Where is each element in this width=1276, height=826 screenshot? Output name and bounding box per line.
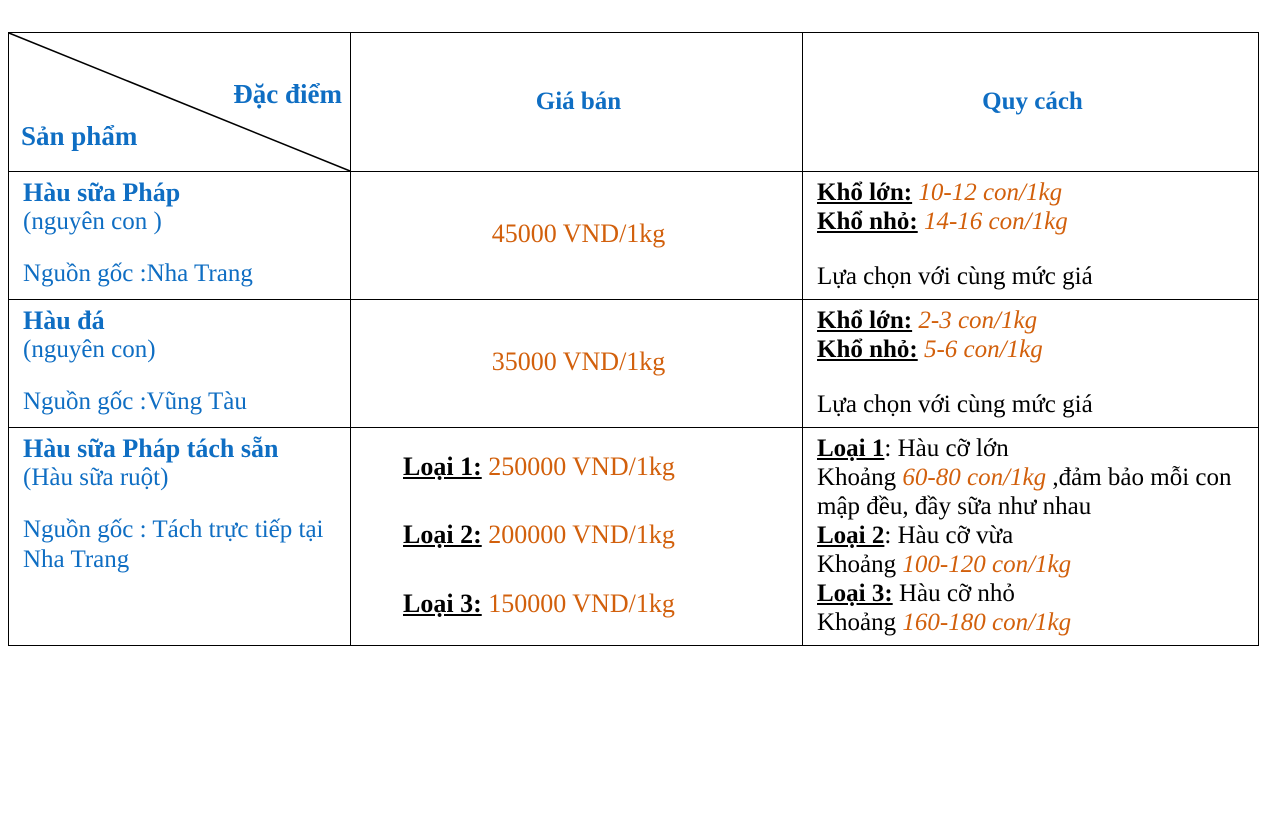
spec-grade-count: 100-120 con/1kg: [902, 551, 1072, 578]
spec-grade-separator: :: [884, 435, 898, 462]
spec-grade-title: Loại 1: Hàu cỡ lớn: [817, 434, 1248, 463]
spec-cell: Khổ lớn: 10-12 con/1kg Khổ nhỏ: 14-16 co…: [802, 171, 1259, 300]
price-tier: Loại 1: 250000 VND/1kg: [403, 452, 792, 482]
product-origin: Nguồn gốc :Vũng Tàu: [23, 387, 247, 415]
spec-large-value: 2-3 con/1kg: [918, 307, 1038, 334]
spec-grade-size: Hàu cỡ lớn: [897, 435, 1009, 462]
table-row: Hàu sữa Pháp tách sẵn (Hàu sữa ruột) Ngu…: [8, 427, 1259, 646]
spec-grade-tail: ,đảm bảo mỗi con mập đều, đầy sữa như nh…: [817, 464, 1232, 520]
header-spec-label: Quy cách: [802, 32, 1259, 172]
table-row: Hàu đá (nguyên con) Nguồn gốc :Vũng Tàu …: [8, 299, 1259, 428]
spec-large-value: 10-12 con/1kg: [918, 179, 1063, 206]
spec-size-small: Khổ nhỏ: 5-6 con/1kg: [817, 335, 1248, 364]
spec-grade-size: Hàu cỡ vừa: [897, 522, 1014, 549]
product-name: Hàu đá: [23, 306, 105, 335]
spacer: [23, 365, 340, 387]
product-name: Hàu sữa Pháp tách sẵn: [23, 434, 279, 463]
price-tier-value: 200000 VND/1kg: [488, 520, 675, 550]
spec-grade-prefix: Khoảng: [817, 464, 903, 491]
spec-grade-count: 60-80 con/1kg: [902, 464, 1047, 491]
price-tier-label: Loại 2:: [403, 520, 482, 550]
spec-grade-prefix: Khoảng: [817, 551, 903, 578]
spec-small-label: Khổ nhỏ:: [817, 208, 918, 235]
spec-grade-label: Loại 2: [817, 522, 885, 549]
spec-note: Lựa chọn với cùng mức giá: [817, 391, 1093, 418]
spec-size-large: Khổ lớn: 2-3 con/1kg: [817, 306, 1248, 335]
spacer: [817, 364, 1248, 390]
header-diagonal-cell: Đặc điểm Sản phẩm: [8, 32, 351, 172]
price-cell: 45000 VND/1kg: [350, 171, 803, 300]
header-price-label: Giá bán: [350, 32, 803, 172]
product-subtitle: (Hàu sữa ruột): [23, 464, 169, 492]
price-tier-label: Loại 1:: [403, 452, 482, 482]
price-tier: Loại 2: 200000 VND/1kg: [403, 520, 792, 550]
spec-grade-size: Hàu cỡ nhỏ: [898, 580, 1015, 607]
spacer: [23, 237, 340, 259]
spec-grade-separator: :: [884, 522, 898, 549]
price-tier: Loại 3: 150000 VND/1kg: [403, 589, 792, 619]
spacer: [817, 236, 1248, 262]
spec-size-small: Khổ nhỏ: 14-16 con/1kg: [817, 207, 1248, 236]
product-origin: Nguồn gốc :Nha Trang: [23, 259, 253, 287]
spec-small-label: Khổ nhỏ:: [817, 336, 918, 363]
price-value: 35000 VND/1kg: [491, 347, 666, 377]
price-tier-value: 150000 VND/1kg: [488, 588, 675, 618]
product-subtitle: (nguyên con): [23, 336, 156, 364]
spec-large-label: Khổ lớn:: [817, 179, 913, 206]
spec-small-value: 5-6 con/1kg: [923, 336, 1043, 363]
product-name: Hàu sữa Pháp: [23, 178, 181, 207]
product-subtitle: (nguyên con ): [23, 208, 162, 236]
spec-grade-label: Loại 1: [817, 435, 885, 462]
price-cell: Loại 1: 250000 VND/1kg Loại 2: 200000 VN…: [350, 427, 803, 646]
spec-cell: Khổ lớn: 2-3 con/1kg Khổ nhỏ: 5-6 con/1k…: [802, 299, 1259, 428]
price-tier-value: 250000 VND/1kg: [488, 452, 675, 482]
product-cell: Hàu đá (nguyên con) Nguồn gốc :Vũng Tàu: [8, 299, 351, 428]
product-cell: Hàu sữa Pháp (nguyên con ) Nguồn gốc :Nh…: [8, 171, 351, 300]
spec-grade-title: Loại 2: Hàu cỡ vừa: [817, 521, 1248, 550]
table-row: Hàu sữa Pháp (nguyên con ) Nguồn gốc :Nh…: [8, 171, 1259, 300]
spec-grade-label: Loại 3:: [817, 580, 893, 607]
spec-grade-detail: Khoảng 160-180 con/1kg: [817, 608, 1248, 637]
product-origin: Nguồn gốc : Tách trực tiếp tại Nha Trang: [23, 515, 324, 573]
spec-grade-prefix: Khoảng: [817, 609, 903, 636]
spec-grade-detail: Khoảng 100-120 con/1kg: [817, 550, 1248, 579]
table-header-row: Đặc điểm Sản phẩm Giá bán Quy cách: [8, 32, 1259, 172]
spec-grade-title: Loại 3: Hàu cỡ nhỏ: [817, 579, 1248, 608]
product-price-table: Đặc điểm Sản phẩm Giá bán Quy cách Hàu s…: [8, 32, 1259, 646]
spec-grade-detail: Khoảng 60-80 con/1kg ,đảm bảo mỗi con mậ…: [817, 463, 1248, 521]
spec-cell: Loại 1: Hàu cỡ lớn Khoảng 60-80 con/1kg …: [802, 427, 1259, 646]
header-feature-label: Đặc điểm: [233, 79, 342, 109]
spec-large-label: Khổ lớn:: [817, 307, 913, 334]
spec-grade-count: 160-180 con/1kg: [902, 609, 1072, 636]
spacer: [23, 493, 340, 515]
price-cell: 35000 VND/1kg: [350, 299, 803, 428]
header-product-label: Sản phẩm: [21, 121, 138, 151]
spec-small-value: 14-16 con/1kg: [923, 208, 1068, 235]
price-tier-label: Loại 3:: [403, 588, 482, 618]
diagonal-divider-icon: [9, 33, 350, 171]
spec-size-large: Khổ lớn: 10-12 con/1kg: [817, 178, 1248, 207]
product-cell: Hàu sữa Pháp tách sẵn (Hàu sữa ruột) Ngu…: [8, 427, 351, 646]
spec-note: Lựa chọn với cùng mức giá: [817, 263, 1093, 290]
price-value: 45000 VND/1kg: [491, 219, 666, 249]
